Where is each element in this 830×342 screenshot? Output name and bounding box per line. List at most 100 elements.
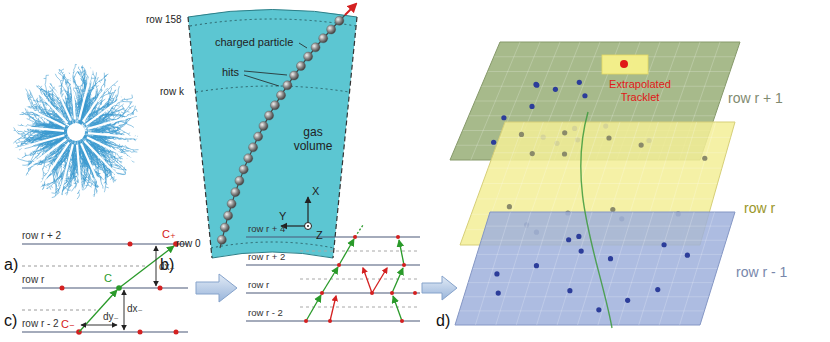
tpc-sector (188, 10, 357, 259)
pad-row-line (246, 264, 420, 265)
leader-line (244, 43, 307, 86)
point-label: C₊ (162, 228, 176, 241)
hit-sphere (290, 71, 299, 80)
tpc-sector (211, 242, 334, 248)
pad-row-line (22, 287, 188, 288)
row-plane (486, 226, 731, 227)
point-label: C₋ (61, 318, 75, 331)
flow-arrow (422, 276, 457, 300)
row-label: row r + 2 (248, 252, 285, 263)
row-plane (483, 183, 718, 184)
row-label: row r + 2 (22, 230, 61, 242)
cluster-dot (402, 263, 406, 267)
row-plane (606, 135, 611, 140)
panel-label: d) (436, 312, 450, 330)
row-plane (464, 296, 709, 297)
row-label: row r + 1 (728, 90, 783, 106)
annotation: gas volume (286, 126, 340, 154)
row-plane (567, 288, 572, 293)
distance-arrow (124, 290, 125, 330)
tracklet-segment (306, 225, 404, 321)
flow-arrow (196, 274, 237, 302)
cluster-dot (174, 330, 179, 335)
row-plane (475, 101, 720, 102)
distance-arrow (156, 246, 157, 286)
search-window (602, 55, 648, 74)
row-plane (499, 137, 730, 138)
row-plane (477, 198, 713, 199)
leader-line (244, 75, 279, 86)
row-label: row 158 (146, 14, 182, 26)
row-plane (582, 93, 587, 98)
axis-label: Y (279, 210, 286, 223)
row-plane (562, 130, 567, 135)
search-window (602, 55, 648, 74)
cluster-dot (138, 330, 143, 335)
row-plane (488, 168, 722, 169)
leader-line (244, 71, 287, 75)
hit-sphere (270, 101, 279, 110)
row-plane (501, 115, 506, 120)
hit-sphere (319, 34, 328, 43)
cluster-dot (396, 235, 400, 239)
row-plane (661, 242, 666, 247)
search-window (620, 60, 628, 68)
row-plane (639, 142, 644, 147)
rejected-segment (330, 268, 387, 321)
row-plane (702, 156, 707, 161)
row-plane (507, 204, 512, 209)
panel-label: a) (4, 256, 18, 274)
tracklet-segment (392, 268, 403, 293)
track-cloud (46, 65, 71, 120)
row-plane (566, 237, 571, 242)
hit-sphere (235, 176, 244, 185)
cluster-dot (370, 291, 374, 295)
cluster-dot (304, 319, 308, 323)
track-cloud (14, 64, 139, 199)
intermediate-row (300, 251, 420, 307)
cluster-dot (337, 263, 341, 267)
hit-sphere (283, 81, 292, 90)
cluster-dot (353, 235, 357, 239)
row-label: row r - 2 (248, 308, 283, 319)
pad-row-line (22, 331, 188, 332)
tpc-sector (196, 86, 349, 92)
flow-arrow (196, 274, 457, 302)
row-label: row k (160, 86, 184, 98)
track-cloud (86, 90, 134, 125)
axis-symbol (307, 197, 308, 226)
track-cloud (67, 123, 85, 141)
hit-sphere (277, 91, 286, 100)
row-plane (481, 86, 725, 87)
leader-line (299, 43, 307, 48)
row-plane (579, 248, 584, 253)
hit-sphere (335, 16, 344, 25)
row-plane (596, 307, 601, 312)
row-plane (608, 256, 613, 261)
annotation: charged particle (215, 36, 293, 49)
track-cloud (77, 145, 82, 206)
track-cloud (79, 61, 94, 120)
row-plane (534, 263, 539, 268)
row-plane (468, 282, 713, 283)
hit-sphere (217, 235, 226, 244)
row-plane (529, 104, 534, 109)
track-cloud (70, 59, 75, 120)
track-cloud (88, 113, 144, 129)
hit-sphere (249, 143, 258, 152)
hit-sphere (311, 43, 320, 52)
particle-track (345, 4, 356, 15)
tracklet-segment (322, 267, 338, 293)
row-label: row r (22, 274, 44, 286)
pad-row-line (22, 244, 188, 332)
rejected-segment (372, 268, 387, 293)
row-plane (553, 87, 558, 92)
tracklet-segment (79, 246, 174, 332)
tpc-sector (188, 17, 212, 258)
hit-sphere (227, 199, 236, 208)
tpc-sector (333, 17, 357, 258)
hit-sphere (244, 154, 253, 163)
